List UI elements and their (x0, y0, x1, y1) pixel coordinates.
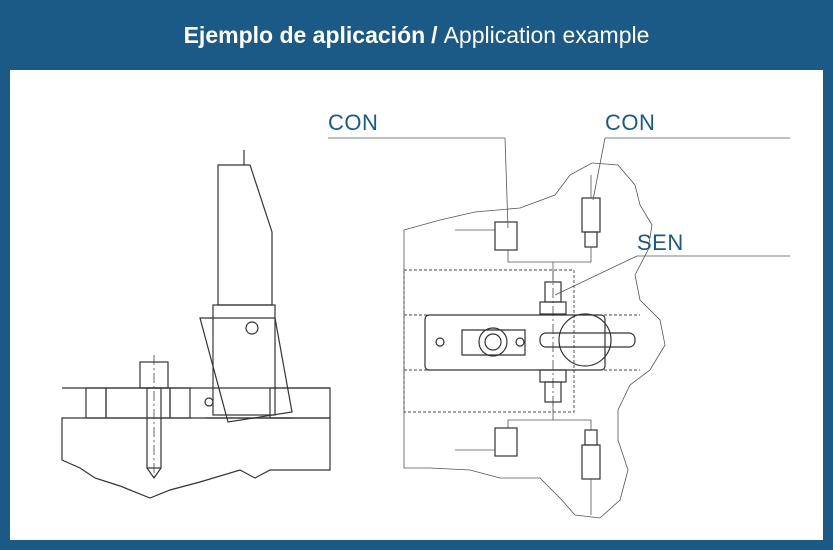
label-sen: SEN (637, 230, 684, 255)
rotated-housing (199, 317, 293, 423)
fixture-outline (403, 162, 666, 519)
inner-zone (403, 269, 575, 413)
title-english: Application example (443, 21, 650, 48)
bolt-tip (146, 467, 162, 480)
title-spanish: Ejemplo de aplicación (183, 21, 426, 48)
title-separator: / (431, 21, 438, 48)
lower-pin (204, 397, 214, 407)
rotary-disc (558, 313, 612, 367)
sensor-top-nut (539, 301, 567, 315)
bore-outer (478, 327, 508, 357)
connector-upper-right (581, 197, 601, 233)
callouts: CON CON SEN (328, 110, 790, 296)
leader-con-1 (504, 137, 509, 229)
slot (461, 329, 526, 356)
connector-upper-left (494, 221, 518, 251)
wire-lower-left (507, 402, 554, 428)
screw-hole-2 (515, 337, 525, 347)
support-block (269, 387, 331, 419)
wire-upper-left (507, 250, 554, 282)
diagram-panel (10, 70, 823, 540)
connector-lower-left (494, 427, 518, 457)
bore-inner (484, 333, 502, 351)
connector-lower-right-tip (584, 429, 598, 446)
lever (539, 332, 636, 348)
label-con-1: CON (328, 110, 378, 135)
title-bar: Ejemplo de aplicación / Application exam… (0, 0, 833, 70)
clamp-left-wall (85, 387, 107, 419)
connector-upper-right-tip (584, 231, 598, 248)
screw-hole (435, 337, 445, 347)
leader-con-2 (592, 137, 606, 201)
clamp-right-wall (169, 387, 191, 419)
section-view (61, 150, 331, 499)
clamp-arm (217, 164, 273, 306)
label-con-2: CON (605, 110, 655, 135)
sensor-plate (424, 314, 606, 371)
wire-upper-right (553, 247, 592, 263)
leader-sen (554, 255, 638, 296)
clamp-cavity (105, 387, 171, 419)
arm-housing (212, 304, 276, 416)
wire-lower-right (553, 419, 592, 430)
base-plate (61, 417, 331, 499)
pivot-pin (245, 321, 259, 335)
connector-lower-right (581, 444, 601, 480)
plan-view (403, 162, 666, 519)
